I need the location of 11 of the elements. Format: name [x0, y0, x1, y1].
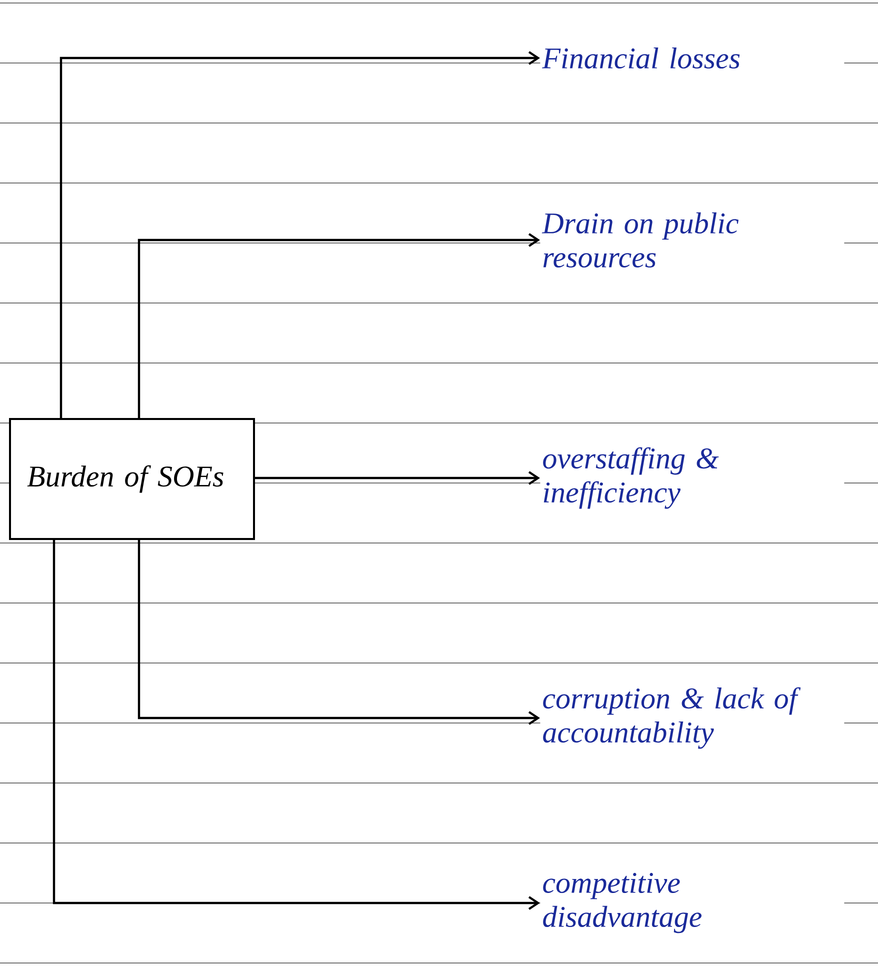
arrow	[52, 540, 540, 910]
effect-label: Drain on public resources	[540, 210, 844, 270]
arrow	[60, 51, 540, 418]
arrow	[255, 471, 540, 485]
effect-label: competitive disadvantage	[540, 870, 844, 936]
effect-label: overstaffing & inefficiency	[540, 445, 844, 511]
effect-label: corruption & lack of accountability	[540, 685, 844, 751]
arrow	[138, 540, 540, 725]
effect-label: Financial losses	[540, 45, 844, 71]
process-box: Burden of SOEs	[9, 418, 255, 540]
arrow	[138, 233, 540, 418]
